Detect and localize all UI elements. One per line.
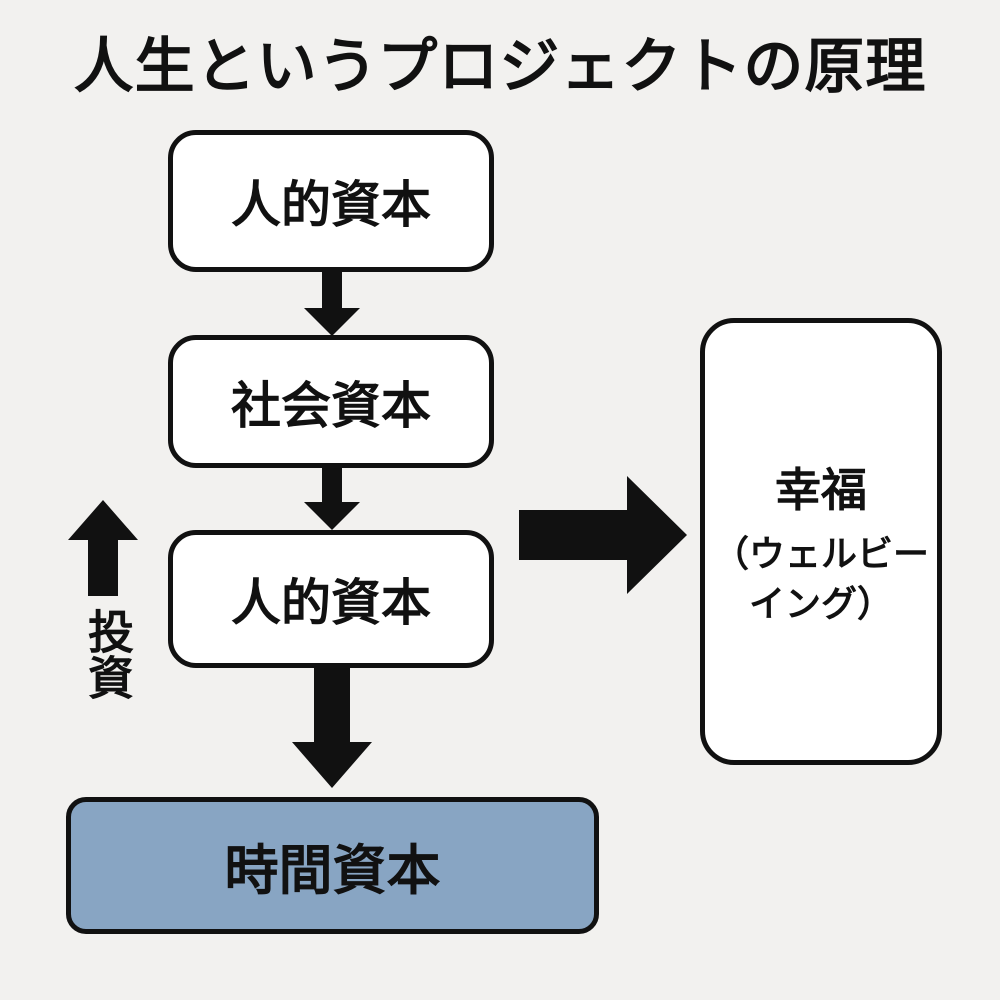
- time-capital-label: 時間資本: [224, 839, 441, 902]
- human-capital-box-top: 人的資本: [168, 130, 494, 272]
- human-capital-box-bottom: 人的資本: [168, 530, 494, 668]
- happiness-box: 幸福 （ウェルビー イング）: [700, 318, 942, 765]
- invest-label: 投資: [81, 608, 135, 700]
- human-capital-label-top: 人的資本: [231, 176, 431, 234]
- diagram-title: 人生というプロジェクトの原理: [73, 32, 927, 102]
- social-capital-label: 社会資本: [231, 376, 431, 435]
- social-capital-box: 社会資本: [168, 335, 494, 468]
- wellbeing-label-line1: （ウェルビー: [712, 533, 929, 575]
- arrow-right-big: [519, 476, 687, 594]
- arrow-down-big: [292, 668, 372, 788]
- human-capital-label-bottom: 人的資本: [231, 574, 431, 632]
- happiness-label: 幸福: [775, 462, 867, 517]
- arrow-up-invest: [68, 500, 138, 596]
- arrow-down-2: [304, 468, 360, 530]
- wellbeing-label-line2: イング）: [748, 583, 893, 625]
- arrow-down-1: [304, 272, 360, 336]
- time-capital-box: 時間資本: [66, 797, 599, 934]
